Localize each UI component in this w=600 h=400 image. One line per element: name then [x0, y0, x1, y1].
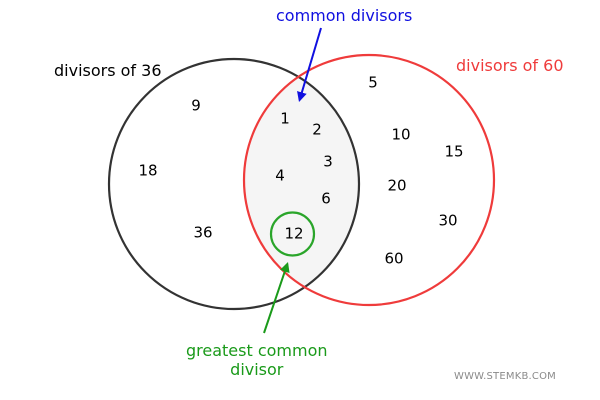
number-item: 18: [138, 161, 158, 180]
number-item: 4: [275, 166, 285, 185]
set-circle-divisors-of-60: [242, 53, 496, 307]
gcd-label-line1: greatest common: [186, 341, 328, 360]
number-item: 30: [438, 211, 458, 230]
set-label-divisors-of-60: divisors of 60: [456, 56, 564, 75]
number-item: 1: [280, 109, 290, 128]
number-item: 9: [191, 96, 201, 115]
gcd-label: greatest common divisor: [186, 343, 328, 378]
number-item: 5: [368, 73, 378, 92]
set-label-divisors-of-36: divisors of 36: [54, 61, 162, 80]
watermark: WWW.STEMKB.COM: [454, 371, 556, 382]
number-item: 2: [312, 120, 322, 139]
number-item: 3: [323, 152, 333, 171]
number-item: 15: [444, 142, 464, 161]
number-item: 6: [321, 189, 331, 208]
number-item: 36: [193, 223, 213, 242]
set-circle-divisors-of-36: [107, 57, 361, 311]
number-item: 60: [384, 249, 404, 268]
common-divisors-label: common divisors: [276, 6, 413, 25]
gcd-number: 12: [284, 224, 304, 243]
gcd-arrow-icon: [263, 262, 290, 334]
gcd-highlight-circle: [269, 211, 316, 257]
gcd-label-line2: divisor: [230, 360, 284, 379]
intersection-region: [244, 59, 359, 305]
common-divisors-arrow-icon: [297, 27, 322, 102]
number-item: 20: [387, 176, 407, 195]
number-item: 10: [391, 125, 411, 144]
